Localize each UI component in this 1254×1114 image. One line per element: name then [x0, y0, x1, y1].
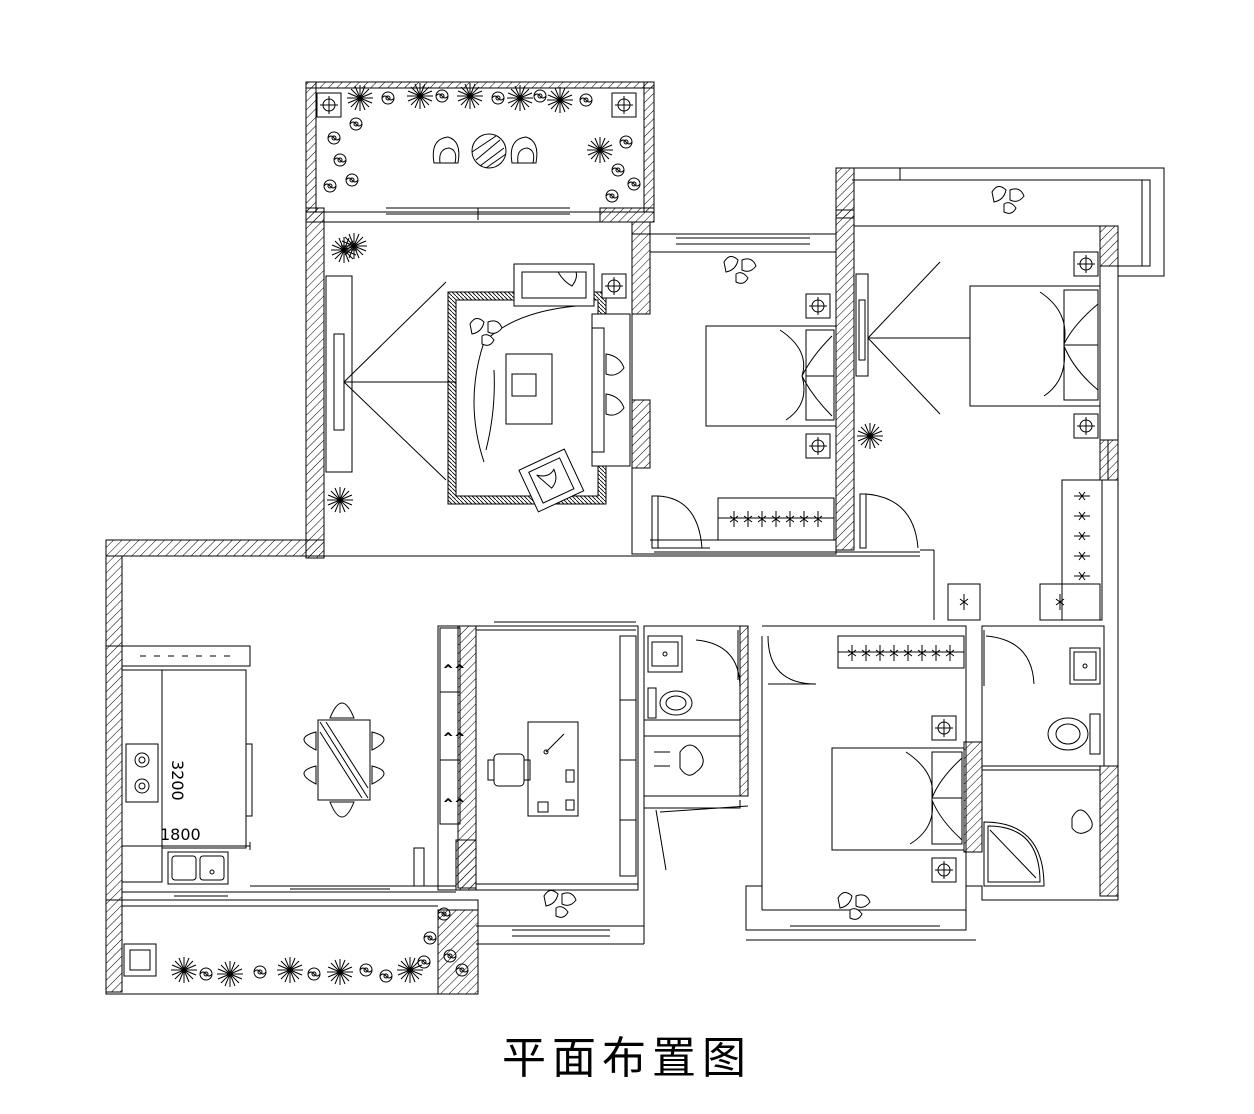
svg-text:^ ^: ^ ^ — [444, 664, 464, 675]
study: ^ ^ ^ ^ ^ ^ — [439, 627, 637, 937]
bathroom-2 — [983, 630, 1101, 887]
kitchen — [121, 645, 253, 885]
kitchen-length-dimension: 3200 — [168, 760, 187, 801]
kitchen-width-dimension: 1800 — [160, 825, 201, 844]
bedroom-3 — [767, 635, 965, 920]
dining-area — [303, 702, 385, 818]
svg-text:^ ^: ^ ^ — [444, 732, 464, 743]
svg-text:^ ^: ^ ^ — [444, 798, 464, 809]
bedroom-2 — [855, 185, 1101, 611]
living-room — [325, 232, 631, 514]
bedroom-1 — [651, 255, 837, 549]
north-balcony — [316, 82, 641, 203]
drawing-title: 平面布置图 — [502, 1033, 752, 1084]
bathroom-1 — [647, 630, 749, 871]
south-balcony — [123, 907, 469, 988]
